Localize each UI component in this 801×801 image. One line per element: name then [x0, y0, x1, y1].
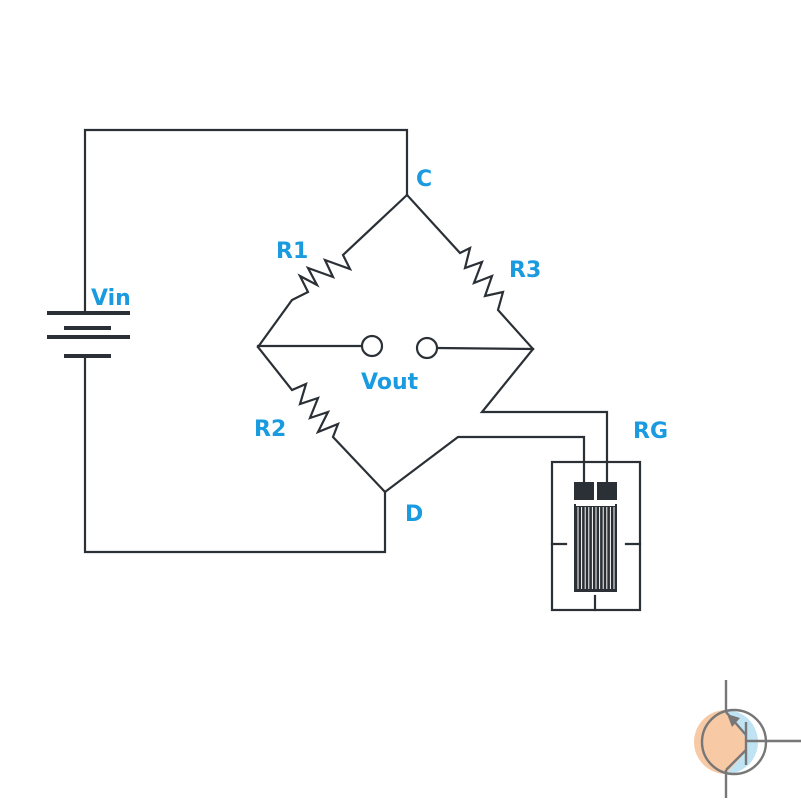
label-d: D: [405, 502, 423, 527]
bridge-right-lower-wire: [479, 347, 609, 484]
transistor-logo-icon: [694, 680, 801, 798]
label-r1: R1: [276, 239, 308, 264]
vout-terminal-right: [415, 336, 439, 360]
battery-plate-short-2: [64, 354, 111, 358]
strain-gauge-top-gap: [576, 503, 615, 506]
top-wire: [83, 128, 409, 315]
label-c: C: [416, 167, 432, 192]
strain-gauge-pad-right: [597, 482, 617, 500]
resistor-r3: [405, 193, 535, 351]
label-r3: R3: [509, 258, 541, 283]
label-vin: Vin: [91, 286, 131, 311]
logo-emitter-line: [725, 749, 747, 771]
battery-plate-short-1: [64, 326, 111, 330]
resistor-r1: [256, 193, 409, 349]
bridge-d-to-gauge-wire: [383, 435, 586, 494]
logo-arrow-head: [727, 714, 740, 727]
strain-gauge-grid-lines: [576, 503, 615, 589]
battery-plate-long-1: [47, 311, 130, 315]
logo-right-half: [726, 710, 758, 774]
strain-gauge-pad-left: [574, 482, 594, 500]
label-vout: Vout: [361, 370, 419, 395]
strain-gauge: [550, 460, 642, 612]
vout-right-lead: [435, 346, 535, 351]
resistor-r2: [256, 345, 387, 494]
label-rg: RG: [633, 419, 668, 444]
battery-symbol: [47, 311, 130, 358]
battery-plate-long-2: [47, 335, 130, 339]
vout-terminal-left: [360, 334, 384, 358]
bottom-wire: [83, 354, 387, 554]
label-r2: R2: [254, 417, 286, 442]
